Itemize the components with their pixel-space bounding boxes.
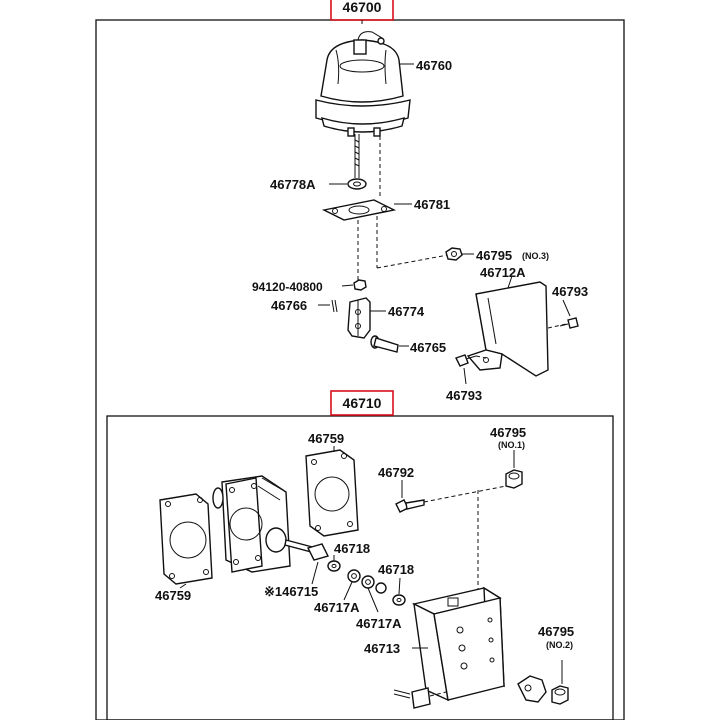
bracket-46712A[interactable] — [466, 281, 549, 377]
label-46712A: 46712A — [480, 265, 526, 280]
washer-46718-a[interactable] — [327, 560, 341, 572]
valve-body[interactable] — [212, 475, 291, 573]
leader-46712A — [507, 275, 513, 289]
label-46718-a: 46718 — [334, 541, 370, 556]
pin-46766[interactable] — [331, 299, 338, 313]
label-46795-no1-note: (NO.1) — [498, 440, 525, 450]
nut-46795-no3[interactable] — [445, 247, 463, 261]
leader-46793-a — [562, 299, 571, 317]
leader-46793-b — [463, 367, 467, 385]
label-46713: 46713 — [364, 641, 400, 656]
svg-text:46700: 46700 — [343, 0, 382, 15]
label-46759-left: 46759 — [155, 588, 191, 603]
leader-46759-left — [179, 583, 187, 589]
svg-text:46710: 46710 — [343, 395, 382, 411]
dashed-guide-bolt-b — [475, 355, 487, 359]
washer-46717A-b[interactable] — [361, 575, 375, 589]
bolt-46793-b[interactable] — [455, 354, 477, 367]
bracket-46713[interactable] — [411, 586, 505, 702]
pin-46765[interactable] — [370, 335, 399, 353]
label-46793-a: 46793 — [552, 284, 588, 299]
label-46795-no1: 46795 — [490, 425, 526, 440]
label-46795-no3: 46795 — [476, 248, 512, 263]
label-46795-no2: 46795 — [538, 624, 574, 639]
clevis-46774[interactable] — [347, 297, 371, 339]
dashed-guide-46792 — [423, 485, 507, 503]
leader-46715 — [311, 561, 319, 585]
bolt-46792[interactable] — [395, 499, 425, 513]
label-46792: 46792 — [378, 465, 414, 480]
label-46717A-a: 46717A — [314, 600, 360, 615]
label-94120-40800: 94120-40800 — [252, 280, 323, 294]
actuator-46760[interactable] — [315, 31, 411, 137]
label-46717A-b: 46717A — [356, 616, 402, 631]
label-46795-no3-note: (NO.3) — [522, 251, 549, 261]
assembly-number-46710[interactable]: 46710 — [330, 390, 394, 416]
label-46793-b: 46793 — [446, 388, 482, 403]
collar-46715[interactable] — [306, 543, 330, 561]
gasket-46759-right[interactable] — [305, 449, 359, 537]
leader-46717A-b — [367, 587, 379, 613]
washer-46717A-a[interactable] — [347, 569, 361, 583]
gasket-plate-46781[interactable] — [321, 199, 397, 221]
leader-46717A-a — [343, 581, 353, 601]
label-46718-b: 46718 — [378, 562, 414, 577]
bolt-bottom[interactable] — [393, 687, 431, 709]
lever-arm[interactable] — [517, 675, 547, 703]
label-46766: 46766 — [271, 298, 307, 313]
dashed-guide-bolt-a — [547, 323, 567, 329]
label-46760: 46760 — [416, 58, 452, 73]
label-46795-no2-note: (NO.2) — [546, 640, 573, 650]
label-46715: ※146715 — [264, 584, 318, 599]
assembly-number-46700[interactable]: 46700 — [330, 0, 394, 21]
washer-46718-b[interactable] — [392, 594, 406, 606]
label-46759-right: 46759 — [308, 431, 344, 446]
bolt-46793-a[interactable] — [559, 317, 579, 329]
dashed-guide-bottom-bolt — [429, 691, 447, 697]
label-46778A: 46778A — [270, 177, 316, 192]
nut-46778A[interactable] — [347, 178, 367, 190]
leader-46718-b — [398, 577, 401, 595]
washer-extra — [375, 582, 387, 594]
label-46781: 46781 — [414, 197, 450, 212]
nut-94120-40800[interactable] — [353, 279, 367, 291]
dashed-guide-to-nut — [376, 254, 449, 269]
nut-46795-no1[interactable] — [505, 469, 523, 489]
leader-94120 — [341, 284, 354, 287]
nut-46795-no2[interactable] — [551, 685, 569, 705]
gasket-46759-left[interactable] — [159, 493, 213, 585]
actuator-rod — [354, 134, 360, 178]
label-46774: 46774 — [388, 304, 425, 319]
label-46765: 46765 — [410, 340, 446, 355]
lower-assembly-frame — [106, 415, 614, 720]
